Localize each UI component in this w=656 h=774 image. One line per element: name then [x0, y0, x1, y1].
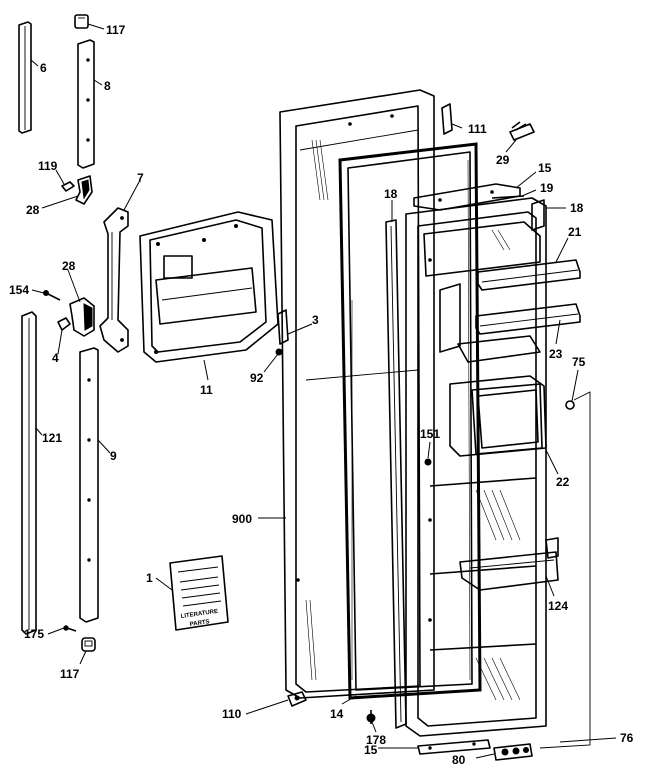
part-175-screw	[63, 625, 77, 632]
part-15-bottom-cap	[417, 739, 491, 755]
booklet-line1: LITERATURE	[180, 609, 218, 620]
booklet-line2: PARTS	[189, 619, 210, 628]
part-28-upper-hinge	[75, 175, 93, 205]
part-28-lower-hinge	[69, 297, 95, 337]
part-119-hinge-pin	[61, 181, 75, 192]
label-9: 9	[110, 449, 117, 463]
part-92-clip	[275, 348, 283, 356]
label-19: 19	[540, 181, 554, 195]
part-23-door-shelf	[475, 303, 581, 335]
label-111: 111	[468, 122, 487, 136]
part-80-water-valve	[493, 743, 533, 761]
label-178: 178	[366, 733, 386, 747]
part-29-wire-connector	[509, 121, 535, 141]
part-75-water-tube	[539, 391, 591, 749]
part-178-screw	[366, 710, 376, 724]
door-liner	[405, 197, 547, 737]
part-14-door-gasket	[338, 142, 482, 700]
label-154: 154	[9, 283, 29, 297]
label-75: 75	[572, 355, 586, 369]
label-1: 1	[146, 571, 153, 585]
shelf-supports	[439, 283, 541, 363]
label-76: 76	[620, 731, 634, 745]
part-21-door-shelf	[477, 259, 581, 291]
part-154-screw	[43, 290, 61, 301]
label-80: 80	[452, 753, 466, 767]
part-18-breaker-strip-right	[531, 199, 545, 231]
part-6-trim-strip	[18, 21, 32, 134]
part-11-dispenser-housing	[139, 211, 279, 363]
part-8-hinge-strip	[77, 39, 95, 169]
part-124-door-bin	[459, 537, 559, 591]
label-92: 92	[250, 371, 264, 385]
label-4: 4	[52, 351, 59, 365]
label-119: 119	[38, 159, 58, 173]
part-18-breaker-strip-left	[385, 219, 407, 729]
label-11: 11	[200, 383, 213, 397]
part-117-bottom-cap	[81, 637, 96, 652]
label-8: 8	[104, 79, 111, 93]
label-7: 7	[137, 171, 144, 185]
label-6: 6	[40, 61, 47, 75]
label-28-upper: 28	[26, 203, 40, 217]
label-121: 121	[42, 431, 62, 445]
callout-labels: 117 6 8 119 28 7 28 154 4 121 9 1 175 11…	[9, 23, 634, 767]
leader-lines	[30, 23, 617, 759]
label-28-lower: 28	[62, 259, 76, 273]
part-110-cap	[287, 691, 307, 707]
part-9-hinge-strip	[79, 347, 99, 623]
label-110: 110	[222, 707, 242, 721]
label-124: 124	[548, 599, 568, 613]
part-7-door-handle	[99, 207, 129, 353]
label-23: 23	[549, 347, 563, 361]
top-compartment	[423, 221, 541, 277]
label-15-top: 15	[538, 161, 552, 175]
label-15-bottom: 15	[364, 743, 378, 757]
label-117-bottom: 117	[60, 667, 80, 681]
part-1-literature-booklet: LITERATURE PARTS	[169, 555, 229, 631]
label-3: 3	[312, 313, 319, 327]
label-900: 900	[232, 512, 252, 526]
part-151-screw	[424, 458, 432, 466]
part-3-clip	[277, 309, 289, 345]
label-22: 22	[556, 475, 570, 489]
label-29: 29	[496, 153, 510, 167]
label-21: 21	[568, 225, 582, 239]
label-151: 151	[420, 427, 440, 441]
part-117-top-cap	[74, 14, 89, 29]
part-121-trim-strip	[21, 311, 37, 635]
label-175: 175	[24, 627, 44, 641]
part-111-cap	[441, 103, 453, 135]
part-4-clip	[57, 317, 71, 331]
label-14: 14	[330, 707, 344, 721]
label-18-left: 18	[384, 187, 398, 201]
label-117-top: 117	[106, 23, 126, 37]
label-18-right: 18	[570, 201, 584, 215]
part-22-dispenser-panel	[449, 375, 547, 457]
part-19-strip	[491, 195, 525, 199]
part-900-outer-door	[279, 89, 435, 699]
